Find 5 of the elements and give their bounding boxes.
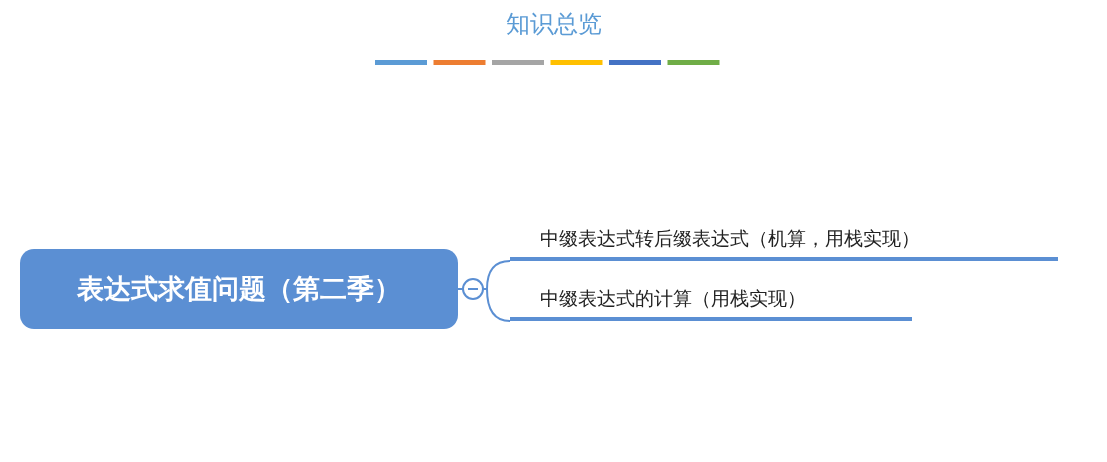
topic-text: 表达式求值问题（第二季） — [77, 272, 401, 306]
subtopic-text: 中缀表达式的计算（用栈实现） — [540, 285, 806, 311]
subtopic-text: 中缀表达式转后缀表达式（机算，用栈实现） — [540, 225, 920, 251]
central-topic-box — [20, 249, 458, 329]
title: 知识总览 — [504, 9, 603, 40]
